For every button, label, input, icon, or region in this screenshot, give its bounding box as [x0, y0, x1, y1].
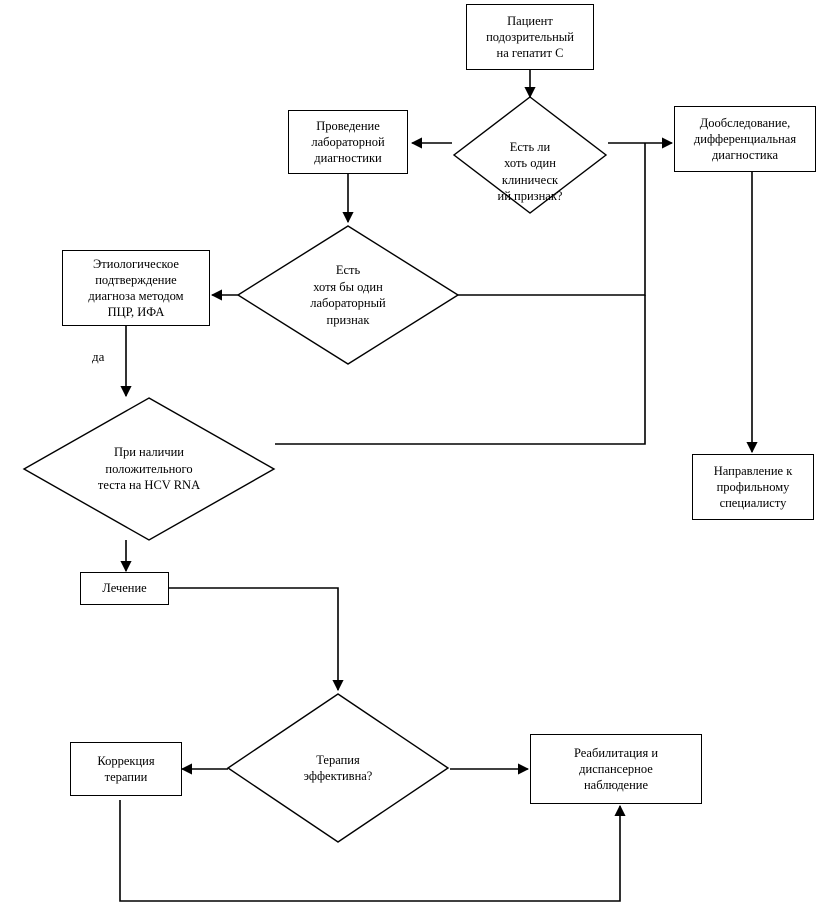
node-treatment-label: Лечение	[102, 581, 147, 596]
node-rehabilitation-label: Реабилитация и диспансерное наблюдение	[573, 745, 659, 793]
node-specialist-referral-label: Направление к профильному специалисту	[713, 463, 793, 511]
node-patient[interactable]: Пациент подозрительный на гепатит С	[466, 4, 594, 70]
edge-label-yes-text: да	[92, 349, 105, 364]
node-etiologic-confirm[interactable]: Этиологическое подтверждение диагноза ме…	[62, 250, 210, 326]
node-therapy-correction-label: Коррекция терапии	[97, 753, 155, 784]
node-lab-sign[interactable]: Есть хотя бы один лабораторный признак	[236, 224, 460, 366]
node-rehabilitation[interactable]: Реабилитация и диспансерное наблюдение	[530, 734, 702, 804]
edge-treatment-to-therapy	[169, 587, 344, 692]
edge-label-yes: да	[92, 350, 104, 363]
node-treatment[interactable]: Лечение	[80, 572, 169, 605]
node-etiologic-confirm-label: Этиологическое подтверждение диагноза ме…	[88, 256, 184, 320]
node-specialist-referral[interactable]: Направление к профильному специалисту	[692, 454, 814, 520]
node-clinical-sign-label: Есть ли хоть один клиническ ий признак?	[497, 139, 563, 204]
node-additional-exam-label: Дообследование, дифференциальная диагнос…	[693, 115, 797, 163]
node-additional-exam[interactable]: Дообследование, дифференциальная диагнос…	[674, 106, 816, 172]
node-therapy-correction[interactable]: Коррекция терапии	[70, 742, 182, 796]
node-lab-sign-label: Есть хотя бы один лабораторный признак	[310, 263, 386, 327]
node-therapy-effective-label: Терапия эффективна?	[303, 752, 373, 784]
node-lab-diagnostics[interactable]: Проведение лабораторной диагностики	[288, 110, 408, 174]
node-patient-label: Пациент подозрительный на гепатит С	[486, 13, 574, 61]
node-hcv-rna-label: При наличии положительного теста на HCV …	[97, 445, 201, 493]
node-therapy-effective[interactable]: Терапия эффективна?	[226, 692, 450, 844]
node-clinical-sign[interactable]: Есть ли хоть один клиническ ий признак?	[452, 95, 608, 215]
node-hcv-rna[interactable]: При наличии положительного теста на HCV …	[22, 396, 276, 542]
node-lab-diagnostics-label: Проведение лабораторной диагностики	[311, 118, 385, 166]
